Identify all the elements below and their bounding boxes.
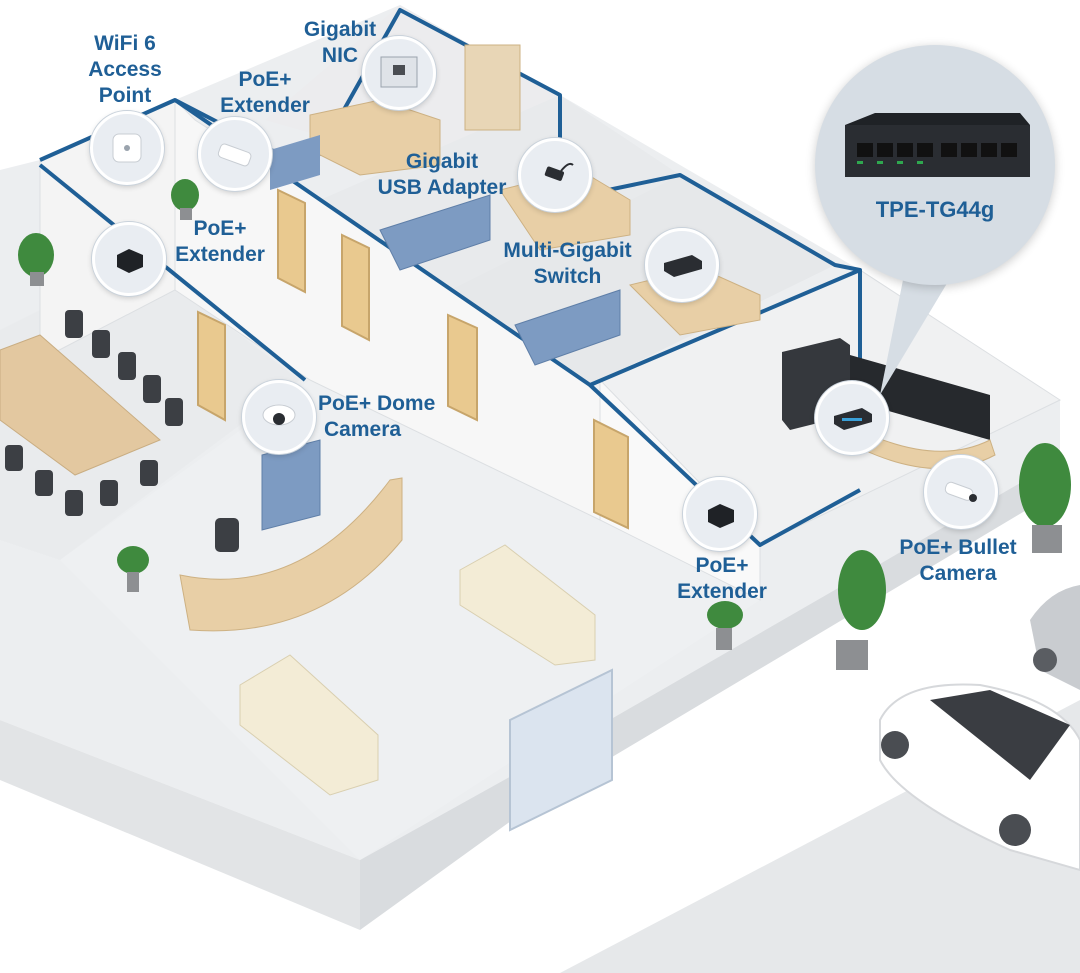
dome-camera-callout [242,380,316,454]
poe-extender-top-callout [198,117,272,191]
sofa-left [239,654,379,796]
callout-pointer [880,270,955,395]
poe-switch-icon [845,113,1030,177]
office-cabinet-2 [379,194,491,271]
product-callout: TPE-TG44g [815,45,1055,285]
doors [197,188,629,530]
plants [18,179,1071,670]
poe-extender-bottom-label: PoE+Extender [677,554,767,603]
access-point-icon [112,133,142,163]
poe-extender-top-label: PoE+Extender [220,68,310,117]
entry-door [509,668,613,832]
exterior-wall-left [0,520,360,930]
exterior-wall-front [360,460,1060,930]
sofa-right [459,544,596,666]
wifi-ap-callout [90,111,164,185]
office-cabinet-3 [514,289,621,366]
parked-car-white [879,683,1080,872]
usb-adapter-icon [544,162,574,181]
office-cabinet-1 [270,135,320,190]
gigabit-nic-callout [362,36,436,110]
bullet-camera-icon [944,481,977,502]
conference-chairs [5,310,183,516]
switch-location-callout [815,381,889,455]
reception-chair [215,518,239,552]
conference-table [0,334,161,476]
poe-extender-icon [217,143,252,167]
lobby-cabinet [261,439,321,531]
dome-camera-icon [262,404,296,426]
poe-extender-icon [708,504,734,528]
bullet-camera-callout [924,455,998,529]
reception-desk [179,477,403,632]
multi-gigabit-switch-callout [645,228,719,302]
network-card-icon [380,56,418,88]
lobby-floor [60,380,760,860]
poe-extender-icon [117,249,143,273]
switch-icon [664,255,702,277]
poe-extender-left-label: PoE+Extender [175,217,265,266]
gigabit-usb-callout [518,138,592,212]
poe-extender-bottom-callout [683,477,757,551]
switch-icon [834,408,872,430]
parked-car-gray [1030,585,1080,690]
bookshelf [464,44,521,131]
product-name-label: TPE-TG44g [875,197,995,222]
poe-extender-left-callout [92,222,166,296]
